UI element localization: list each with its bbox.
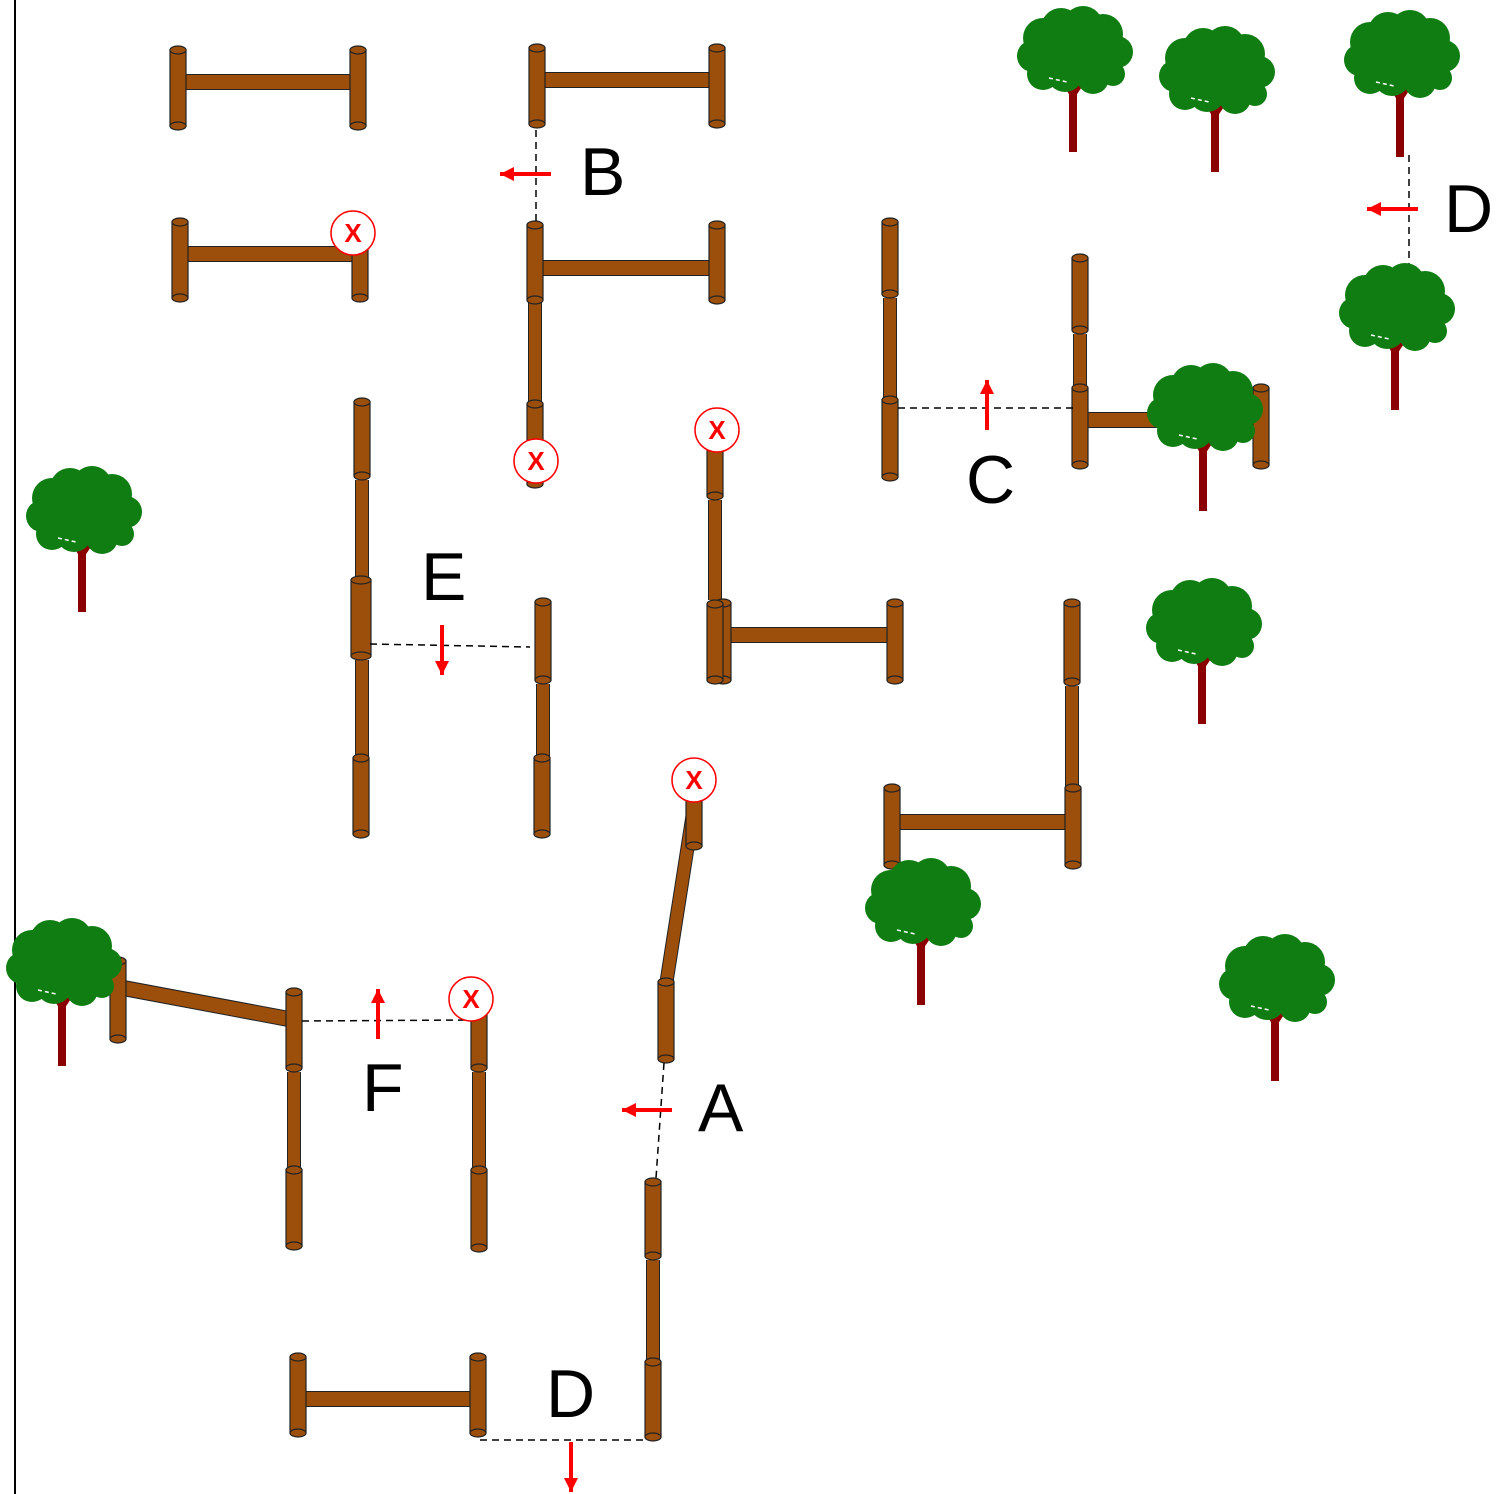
direction-arrow-icon — [622, 1103, 672, 1117]
direction-arrow-icon — [980, 380, 994, 430]
direction-arrow-icon — [564, 1442, 578, 1492]
gate-a-0: A — [622, 1062, 744, 1179]
post-icon — [352, 753, 370, 839]
elimination-x-icon: X — [448, 976, 494, 1022]
gate-d-3: D — [1367, 155, 1493, 275]
tree-icon — [1017, 6, 1133, 152]
post-icon — [644, 1177, 662, 1261]
tree-icon — [1159, 26, 1275, 172]
post-icon — [883, 783, 901, 870]
post-icon — [169, 45, 187, 131]
elimination-x-label: X — [344, 218, 362, 248]
tree-icon — [865, 858, 981, 1005]
post-icon — [289, 1352, 307, 1438]
elimination-x-icon: X — [513, 438, 559, 484]
direction-arrow-icon — [1367, 202, 1418, 216]
post-icon — [470, 1165, 488, 1253]
tree-icon — [1146, 578, 1262, 724]
elimination-x-label: X — [527, 446, 545, 476]
gate-label: B — [580, 134, 625, 210]
tree-icon — [1344, 10, 1460, 157]
post-icon — [644, 1357, 662, 1442]
elimination-x-icon: X — [330, 210, 376, 256]
post-icon — [285, 1165, 303, 1251]
post-icon — [1064, 783, 1082, 870]
gate-label: D — [546, 1356, 595, 1432]
elimination-x-label: X — [685, 765, 703, 795]
post-icon — [886, 598, 904, 685]
tree-icon — [1339, 263, 1455, 410]
gate-e-4: E — [369, 539, 531, 675]
gate-label: E — [421, 539, 466, 615]
elimination-x-icon: X — [694, 407, 740, 453]
gate-label: D — [1444, 171, 1493, 247]
gate-dashed-line — [655, 1062, 665, 1179]
gate-b-1: B — [500, 130, 625, 222]
gate-label: F — [362, 1050, 404, 1126]
gate-dashed-line — [369, 643, 531, 648]
post-icon — [534, 597, 552, 685]
gate-d-6: D — [480, 1356, 648, 1492]
post-icon — [1071, 253, 1089, 335]
gate-dashed-line — [301, 1019, 471, 1022]
post-icon — [881, 217, 899, 299]
elimination-x-label: X — [708, 415, 726, 445]
post-icon — [349, 45, 367, 131]
post-icon — [469, 1352, 487, 1438]
tree-icon — [1147, 363, 1263, 511]
post-icon — [533, 753, 551, 839]
tree-icon — [1219, 934, 1335, 1081]
post-icon — [285, 987, 303, 1073]
post-icon — [657, 977, 675, 1064]
post-icon — [881, 395, 899, 482]
direction-arrow-icon — [435, 625, 449, 675]
elimination-x-icon: X — [671, 757, 717, 803]
post-icon — [1071, 383, 1089, 470]
elimination-x-label: X — [462, 984, 480, 1014]
gate-label: C — [966, 442, 1015, 518]
post-icon — [708, 220, 726, 305]
tree-icon — [6, 918, 122, 1066]
direction-arrow-icon — [371, 989, 385, 1039]
post-icon — [708, 43, 726, 129]
fence-rail — [116, 979, 296, 1028]
post-icon — [528, 43, 546, 129]
gate-f-5: F — [301, 989, 471, 1126]
post-icon — [171, 217, 189, 303]
post-icon — [706, 599, 724, 685]
post-icon — [1063, 598, 1081, 687]
post-icon — [353, 397, 371, 481]
post-icon — [526, 220, 544, 305]
direction-arrow-icon — [500, 167, 551, 181]
tree-icon — [26, 466, 142, 612]
gate-label: A — [698, 1070, 744, 1146]
gate-c-2: C — [898, 380, 1074, 518]
post-icon — [350, 575, 372, 661]
